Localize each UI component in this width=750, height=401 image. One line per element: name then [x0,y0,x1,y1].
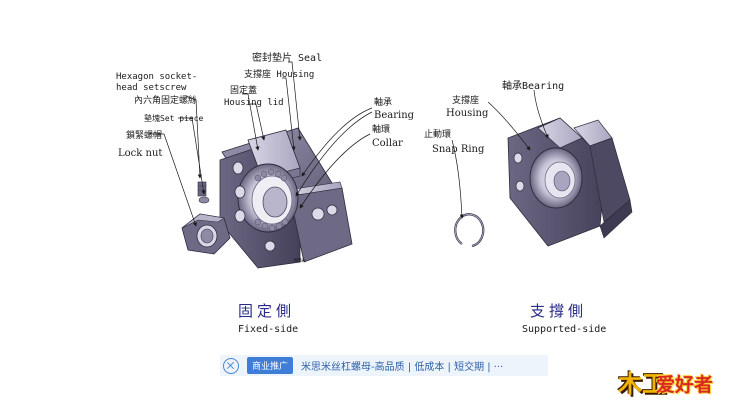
label-housing-fixed: 支撐座 Housing [244,70,315,80]
label-housing-lid-en: Housing lid [224,98,284,108]
snap-ring-part [454,213,485,248]
supported-side-housing [507,117,633,247]
caption-fixed-en: Fixed-side [238,324,299,335]
label-housing-sup-en: Housing [446,108,489,119]
set-piece-part [198,196,210,204]
label-bearing-fixed-zh: 軸承 [374,98,393,108]
close-icon[interactable] [223,357,239,374]
label-bearing-sup: 軸承Bearing [502,81,565,92]
label-set-piece: 墊塊Set piece [144,114,204,123]
lock-nut-part [181,213,231,255]
ad-bar[interactable]: 商业推广 米思米丝杠螺母-高品质 | 低成本 | 短交期 | ··· [220,355,548,376]
label-housing-lid-zh: 固定蓋 [230,86,258,96]
label-housing-sup-zh: 支撐座 [452,96,480,106]
ad-badge: 商业推广 [247,357,294,374]
housing-stamp: MBA [294,258,306,264]
hex-setscrew-part [197,181,207,197]
label-lock-nut-en: Lock nut [118,148,163,159]
fixed-side-housing: MBA [219,127,353,269]
ad-link[interactable]: 米思米丝杠螺母-高品质 | 低成本 | 短交期 | ··· [301,362,504,373]
caption-supported-zh: 支撐側 [530,302,588,320]
label-bearing-fixed-en: Bearing [374,110,415,121]
label-snap-ring-en: Snap Ring [432,144,485,155]
label-snap-ring-zh: 止動環 [424,130,452,140]
label-collar-en: Collar [372,138,403,149]
label-collar-zh: 軸環 [372,125,391,135]
logo-part-a: 木工 [618,370,666,398]
site-logo: 木工 爱好者 [618,364,746,398]
logo-part-b: 爱好者 [656,374,714,396]
caption-fixed-zh: 固定側 [238,302,296,320]
label-hex-setscrew-en: Hexagon socket-head setscrew [116,72,198,93]
label-seal: 密封墊片 Seal [252,53,323,64]
caption-supported-en: Supported-side [522,324,607,335]
label-hex-setscrew-zh: 內六角固定螺絲 [134,96,198,106]
leader-lines [150,61,549,227]
label-lock-nut-zh: 鎖緊螺帽 [126,131,163,141]
